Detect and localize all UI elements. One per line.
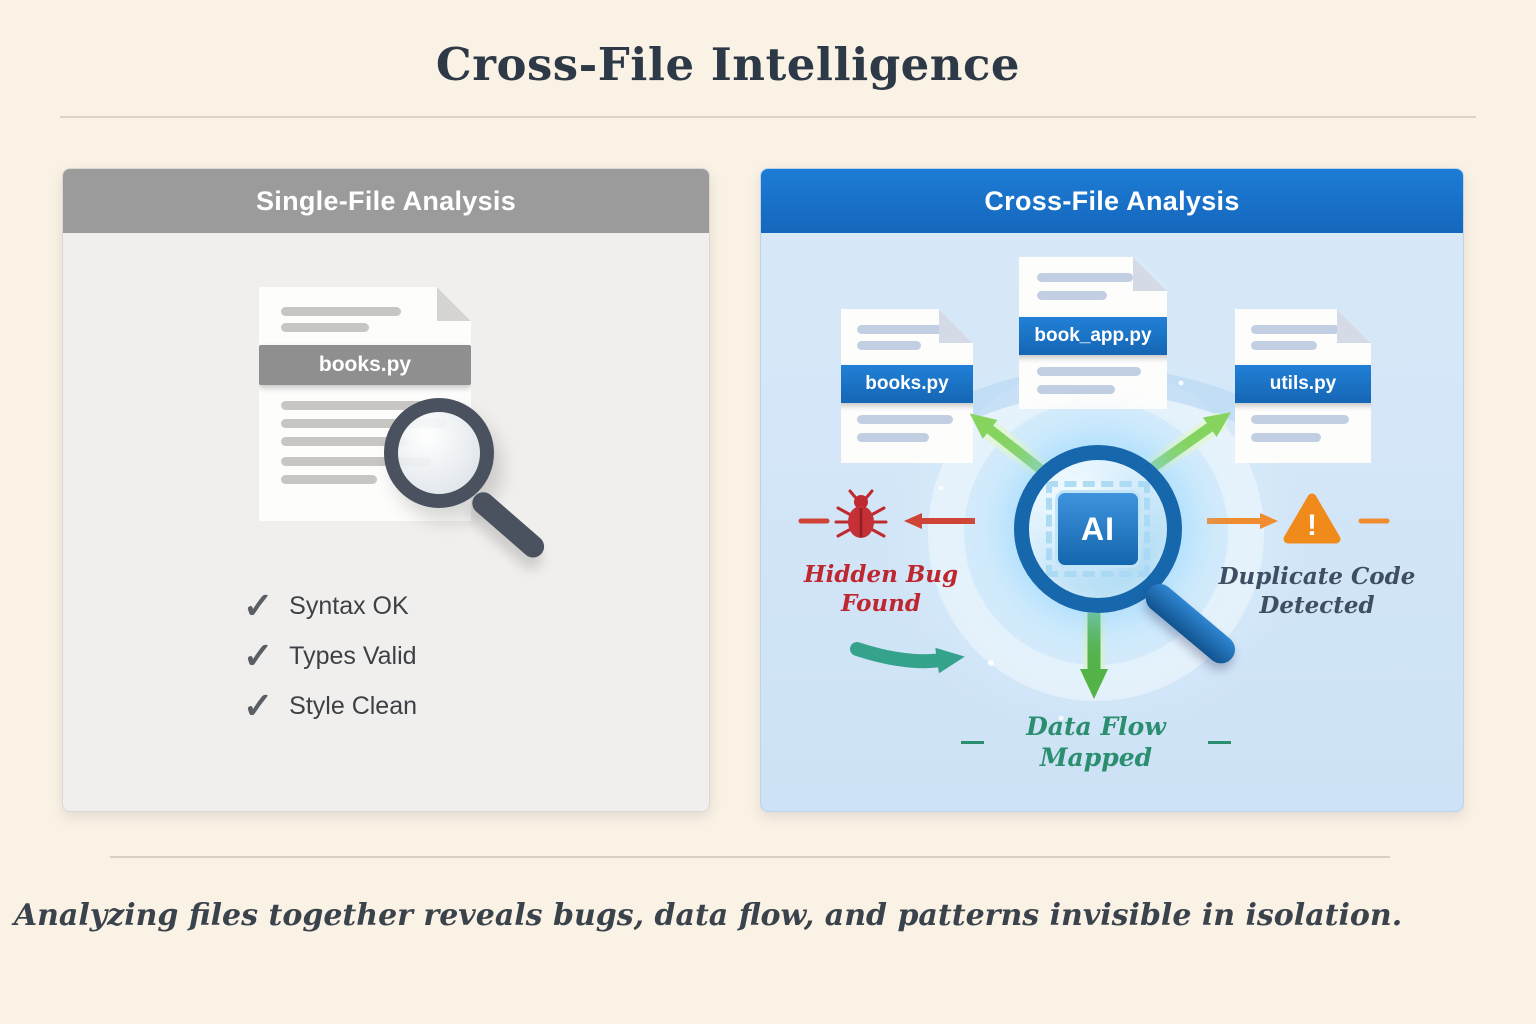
- doc-line: [1251, 325, 1339, 334]
- file-label: utils.py: [1269, 373, 1337, 394]
- warning-exclamation: !: [1307, 509, 1317, 542]
- cross-file-panel: Cross-File Analysis: [760, 168, 1464, 812]
- footer-caption: Analyzing files together reveals bugs, d…: [13, 898, 1403, 933]
- doc-line: [857, 433, 929, 442]
- magnifier-handle: [467, 487, 549, 563]
- check-label: Types Valid: [289, 641, 417, 670]
- arrow-teal-in: [850, 642, 965, 674]
- doc-line: [281, 401, 431, 410]
- check-item-types: ✓ Types Valid: [243, 631, 417, 681]
- page-fold-icon: [1337, 309, 1371, 343]
- doc-line: [1251, 341, 1317, 350]
- single-file-panel: Single-File Analysis books.py: [62, 168, 710, 812]
- doc-line: [281, 307, 401, 316]
- doc-line: [857, 415, 953, 424]
- doc-line: [281, 419, 447, 428]
- doc-line: [1251, 433, 1321, 442]
- chip-pins: [1046, 481, 1150, 577]
- data-flow-text: Data Flow Mapped: [1026, 712, 1166, 773]
- page-title: Cross-File Intelligence: [435, 38, 1021, 91]
- doc-line: [281, 323, 369, 332]
- cross-file-panel-title: Cross-File Analysis: [984, 185, 1240, 216]
- file-label: book_app.py: [1034, 325, 1152, 346]
- document-icon-books: books.py: [841, 309, 973, 463]
- check-label: Syntax OK: [289, 591, 409, 620]
- file-label-band: books.py: [823, 365, 991, 403]
- cross-file-panel-header: Cross-File Analysis: [761, 169, 1463, 233]
- doc-line: [1037, 273, 1133, 282]
- doc-line: [857, 341, 921, 350]
- single-file-panel-title: Single-File Analysis: [255, 185, 517, 216]
- check-item-syntax: ✓ Syntax OK: [243, 581, 417, 631]
- ai-chip-label: AI: [1081, 510, 1115, 547]
- check-item-style: ✓ Style Clean: [243, 681, 417, 731]
- doc-line: [857, 325, 943, 334]
- file-label-band: books.py: [259, 345, 471, 385]
- bottom-divider: [110, 856, 1390, 858]
- page-fold-icon: [939, 309, 973, 343]
- doc-line: [1251, 415, 1349, 424]
- cross-file-panel-body: books.py book_app.py: [761, 233, 1463, 811]
- file-label-band: book_app.py: [1007, 317, 1179, 355]
- duplicate-code-label: Duplicate Code Detected: [1218, 563, 1416, 619]
- check-label: Style Clean: [289, 691, 418, 720]
- file-label: books.py: [865, 373, 949, 394]
- bug-found-label: Hidden Bug Found: [803, 561, 959, 617]
- check-icon: ✓: [243, 585, 274, 626]
- document-icon-utils: utils.py: [1235, 309, 1371, 463]
- top-divider: [60, 116, 1476, 118]
- doc-line: [1037, 367, 1141, 376]
- single-file-panel-header: Single-File Analysis: [63, 169, 709, 233]
- file-label: books.py: [318, 353, 412, 376]
- magnifier-icon: [384, 398, 494, 508]
- ai-chip-icon: AI: [1055, 490, 1141, 568]
- doc-line: [281, 437, 407, 446]
- file-label-band: utils.py: [1221, 365, 1385, 403]
- doc-line: [281, 475, 377, 484]
- check-icon: ✓: [243, 635, 274, 676]
- doc-line: [1037, 291, 1107, 300]
- checklist: ✓ Syntax OK ✓ Types Valid ✓ Style Clean: [243, 581, 417, 731]
- doc-line: [281, 457, 431, 466]
- doc-line: [1037, 385, 1115, 394]
- bug-icon: [834, 489, 888, 538]
- document-icon-book-app: book_app.py: [1019, 257, 1167, 409]
- page-fold-icon: [437, 287, 471, 321]
- single-file-panel-body: books.py ✓ Syntax OK ✓: [63, 233, 709, 811]
- warning-icon: !: [1283, 493, 1341, 544]
- check-icon: ✓: [243, 685, 274, 726]
- data-flow-label: Data Flow Mapped: [961, 711, 1231, 774]
- page-fold-icon: [1133, 257, 1167, 291]
